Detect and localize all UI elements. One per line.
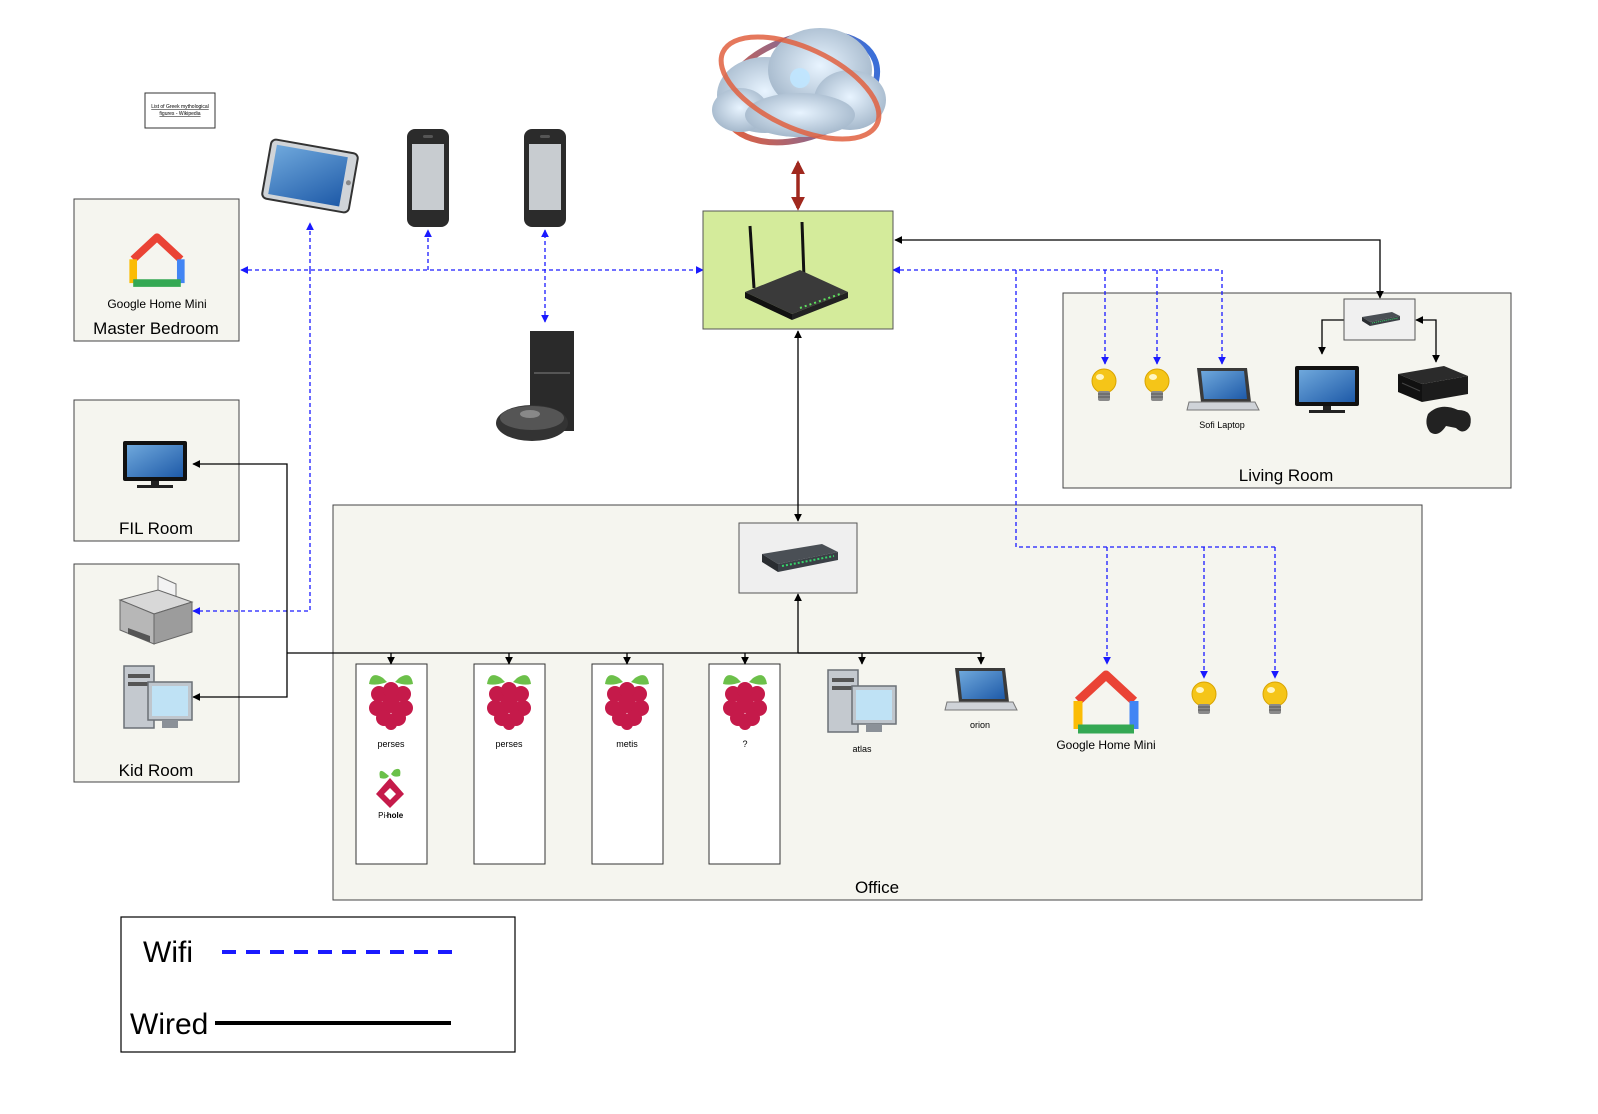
office-title: Office: [855, 878, 899, 897]
router-icon: [745, 221, 848, 320]
phone-icon-1[interactable]: [407, 129, 449, 227]
pihole-label-hole: hole: [387, 811, 404, 820]
pi-label: metis: [616, 739, 638, 749]
pi-label: ?: [742, 739, 747, 749]
master-bedroom-title: Master Bedroom: [93, 319, 219, 338]
pihole-label-pi: Pi-: [378, 811, 388, 820]
link-text-line2[interactable]: figures - Wikipedia: [159, 111, 200, 117]
phone-icon-2[interactable]: [524, 129, 566, 227]
router-node[interactable]: [702, 210, 894, 330]
pihole-icon[interactable]: Pi- hole: [376, 768, 404, 820]
robot-vacuum-icon[interactable]: [496, 331, 574, 441]
living-room-switch[interactable]: [1343, 298, 1416, 341]
tablet-icon[interactable]: [261, 138, 359, 214]
wired-connections: [192, 236, 1440, 701]
office-switch[interactable]: [738, 522, 858, 594]
office-google-home-label: Google Home Mini: [1056, 738, 1155, 752]
game-console-icon[interactable]: [1398, 366, 1471, 434]
master-bedroom-device-label: Google Home Mini: [107, 297, 206, 311]
cloud-internet-icon: [712, 28, 886, 146]
fil-room-title: FIL Room: [119, 519, 193, 538]
legend-wifi-label: Wifi: [143, 936, 193, 969]
orion-label: orion: [970, 720, 990, 730]
tv-icon[interactable]: [1295, 366, 1359, 413]
wikipedia-link-box[interactable]: List of Greek mythological figures - Wik…: [144, 92, 216, 129]
atlas-label: atlas: [852, 744, 872, 754]
living-room-title: Living Room: [1239, 466, 1334, 485]
pi-label: perses: [377, 739, 405, 749]
printer-icon[interactable]: [118, 575, 194, 645]
pi-label: perses: [495, 739, 523, 749]
master-bedroom-room: [73, 198, 240, 342]
legend: Wifi Wired: [120, 916, 516, 1053]
legend-wired-label: Wired: [130, 1008, 208, 1041]
sofi-laptop-label: Sofi Laptop: [1199, 420, 1245, 430]
link-text-line1[interactable]: List of Greek mythological: [151, 104, 209, 110]
pi-card-4: [708, 663, 781, 865]
kid-room-title: Kid Room: [119, 761, 194, 780]
tv-icon[interactable]: [123, 441, 187, 488]
